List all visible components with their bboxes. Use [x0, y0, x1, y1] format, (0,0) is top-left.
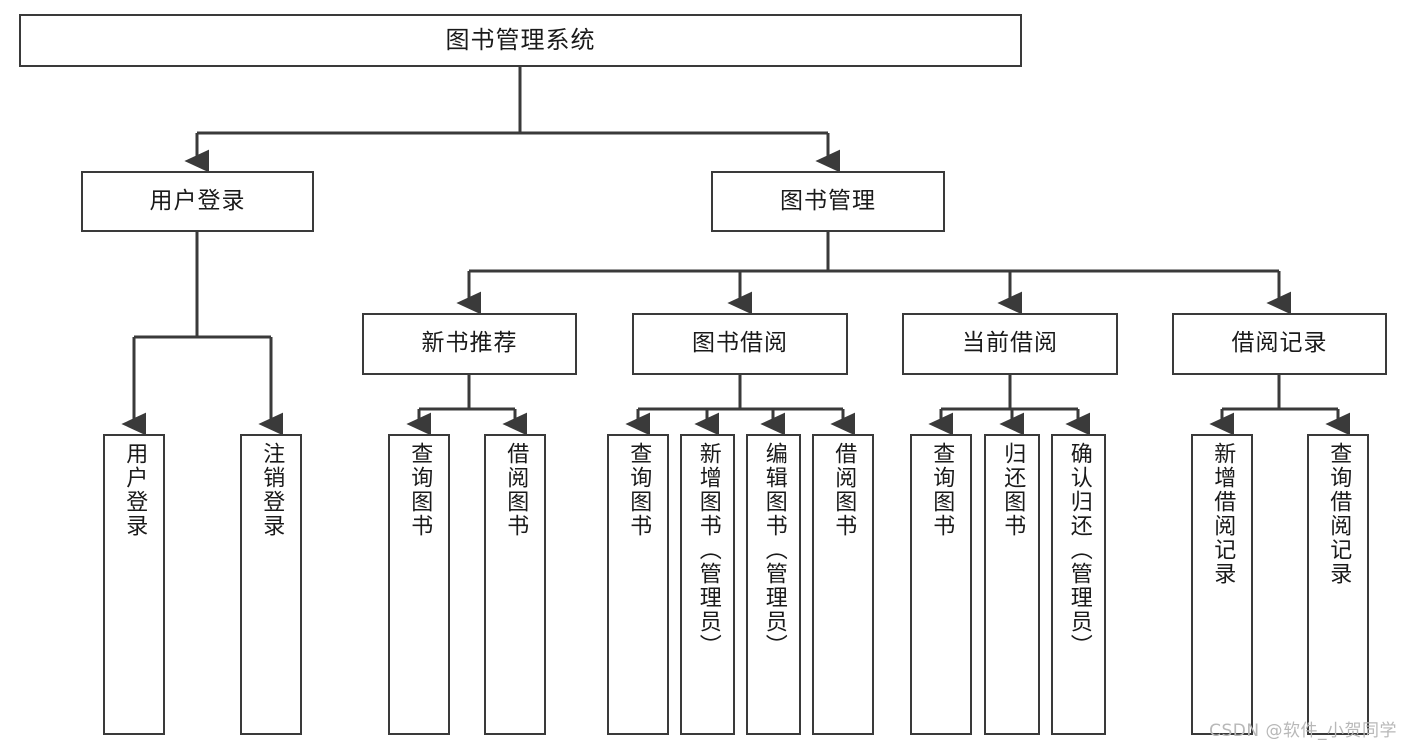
node-label: 图书管理系统	[445, 26, 596, 55]
node-label: 编辑图书（管理员）	[761, 442, 787, 658]
node-label: 新书推荐	[421, 330, 518, 357]
node-leaf-return-book[interactable]: 归还图书	[984, 434, 1040, 735]
node-leaf-query-borrow-record[interactable]: 查询借阅记录	[1307, 434, 1369, 735]
node-leaf-confirm-return[interactable]: 确认归还（管理员）	[1051, 434, 1106, 735]
node-root-title[interactable]: 图书管理系统	[19, 14, 1022, 67]
node-leaf-user-login[interactable]: 用户登录	[103, 434, 165, 735]
node-label: 查询借阅记录	[1326, 442, 1352, 586]
node-label: 借阅图书	[503, 442, 529, 538]
node-label: 注销登录	[259, 442, 285, 538]
node-book-manage[interactable]: 图书管理	[711, 171, 945, 232]
node-user-login[interactable]: 用户登录	[81, 171, 314, 232]
node-leaf-borrow-book-1[interactable]: 借阅图书	[484, 434, 546, 735]
node-label: 图书借阅	[692, 330, 788, 357]
node-book-borrow[interactable]: 图书借阅	[632, 313, 848, 375]
node-label: 借阅图书	[831, 442, 857, 538]
node-label: 查询图书	[407, 442, 433, 538]
node-label: 当前借阅	[962, 330, 1058, 357]
node-label: 用户登录	[149, 187, 246, 214]
node-label: 用户登录	[122, 442, 148, 538]
node-label: 归还图书	[1000, 442, 1026, 538]
node-leaf-logout-login[interactable]: 注销登录	[240, 434, 302, 735]
node-leaf-edit-book[interactable]: 编辑图书（管理员）	[746, 434, 801, 735]
node-leaf-borrow-book-2[interactable]: 借阅图书	[812, 434, 874, 735]
node-leaf-add-book[interactable]: 新增图书（管理员）	[680, 434, 735, 735]
node-leaf-query-book-2[interactable]: 查询图书	[607, 434, 669, 735]
node-label: 查询图书	[626, 442, 652, 538]
node-label: 图书管理	[780, 187, 876, 214]
node-borrow-record[interactable]: 借阅记录	[1172, 313, 1387, 375]
node-current-borrow[interactable]: 当前借阅	[902, 313, 1118, 375]
node-label: 新增图书（管理员）	[695, 442, 721, 658]
node-label: 新增借阅记录	[1210, 442, 1236, 586]
watermark: CSDN @软件_小贺同学	[1209, 721, 1397, 741]
node-label: 借阅记录	[1231, 330, 1328, 357]
node-leaf-add-borrow-record[interactable]: 新增借阅记录	[1191, 434, 1253, 735]
node-leaf-query-book-3[interactable]: 查询图书	[910, 434, 972, 735]
node-label: 查询图书	[929, 442, 955, 538]
node-leaf-query-book-1[interactable]: 查询图书	[388, 434, 450, 735]
node-label: 确认归还（管理员）	[1066, 442, 1092, 658]
node-new-book-recommend[interactable]: 新书推荐	[362, 313, 577, 375]
